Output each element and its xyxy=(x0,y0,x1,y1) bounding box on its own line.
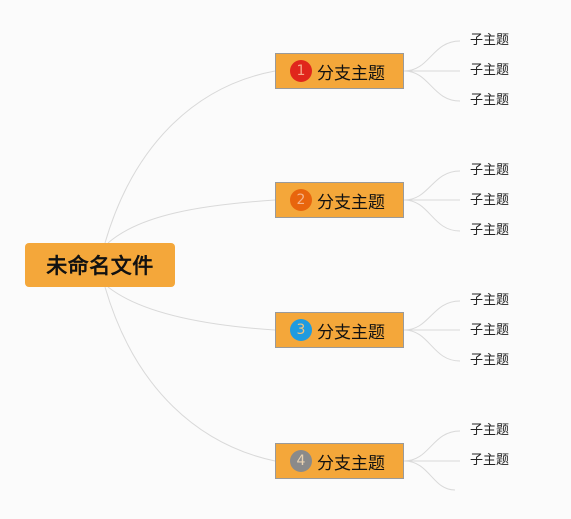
connector-b1-s1 xyxy=(403,40,461,72)
priority-2-badge-icon: 2 xyxy=(290,189,312,211)
priority-1-badge-icon: 1 xyxy=(290,60,312,82)
branch-topic-3[interactable]: 3 分支主题 xyxy=(275,312,404,348)
subtopic-3-2[interactable]: 子主题 xyxy=(470,323,510,338)
branch-topic-2[interactable]: 2 分支主题 xyxy=(275,182,404,218)
priority-3-badge-icon: 3 xyxy=(290,319,312,341)
subtopic-3-1[interactable]: 子主题 xyxy=(470,293,510,308)
subtopic-1-2[interactable]: 子主题 xyxy=(470,63,510,78)
connector-b3-s3 xyxy=(403,329,461,362)
connector-b1-s3 xyxy=(403,70,461,102)
connector-central-branch-3 xyxy=(107,286,276,331)
priority-4-badge-icon: 4 xyxy=(290,450,312,472)
connector-b4-s3 xyxy=(403,460,456,491)
connector-central-branch-1 xyxy=(104,70,276,244)
connector-central-branch-2 xyxy=(107,199,276,244)
central-topic-label: 未命名文件 xyxy=(46,254,154,278)
connector-b3-s1 xyxy=(403,300,461,331)
subtopic-4-1[interactable]: 子主题 xyxy=(470,423,510,438)
branch-topic-1[interactable]: 1 分支主题 xyxy=(275,53,404,89)
subtopic-1-3[interactable]: 子主题 xyxy=(470,93,510,108)
branch-topic-label: 分支主题 xyxy=(317,322,385,343)
branch-topic-4[interactable]: 4 分支主题 xyxy=(275,443,404,479)
connector-b4-s1 xyxy=(403,430,461,462)
subtopic-2-2[interactable]: 子主题 xyxy=(470,193,510,208)
connector-central-branch-4 xyxy=(104,286,276,462)
central-topic[interactable]: 未命名文件 xyxy=(25,243,175,287)
subtopic-2-1[interactable]: 子主题 xyxy=(470,163,510,178)
branch-topic-label: 分支主题 xyxy=(317,453,385,474)
subtopic-1-1[interactable]: 子主题 xyxy=(470,33,510,48)
connector-b2-s3 xyxy=(403,199,461,232)
subtopic-2-3[interactable]: 子主题 xyxy=(470,223,510,238)
connector-b2-s1 xyxy=(403,170,461,201)
branch-topic-label: 分支主题 xyxy=(317,63,385,84)
branch-topic-label: 分支主题 xyxy=(317,192,385,213)
subtopic-4-2[interactable]: 子主题 xyxy=(470,453,510,468)
subtopic-3-3[interactable]: 子主题 xyxy=(470,353,510,368)
